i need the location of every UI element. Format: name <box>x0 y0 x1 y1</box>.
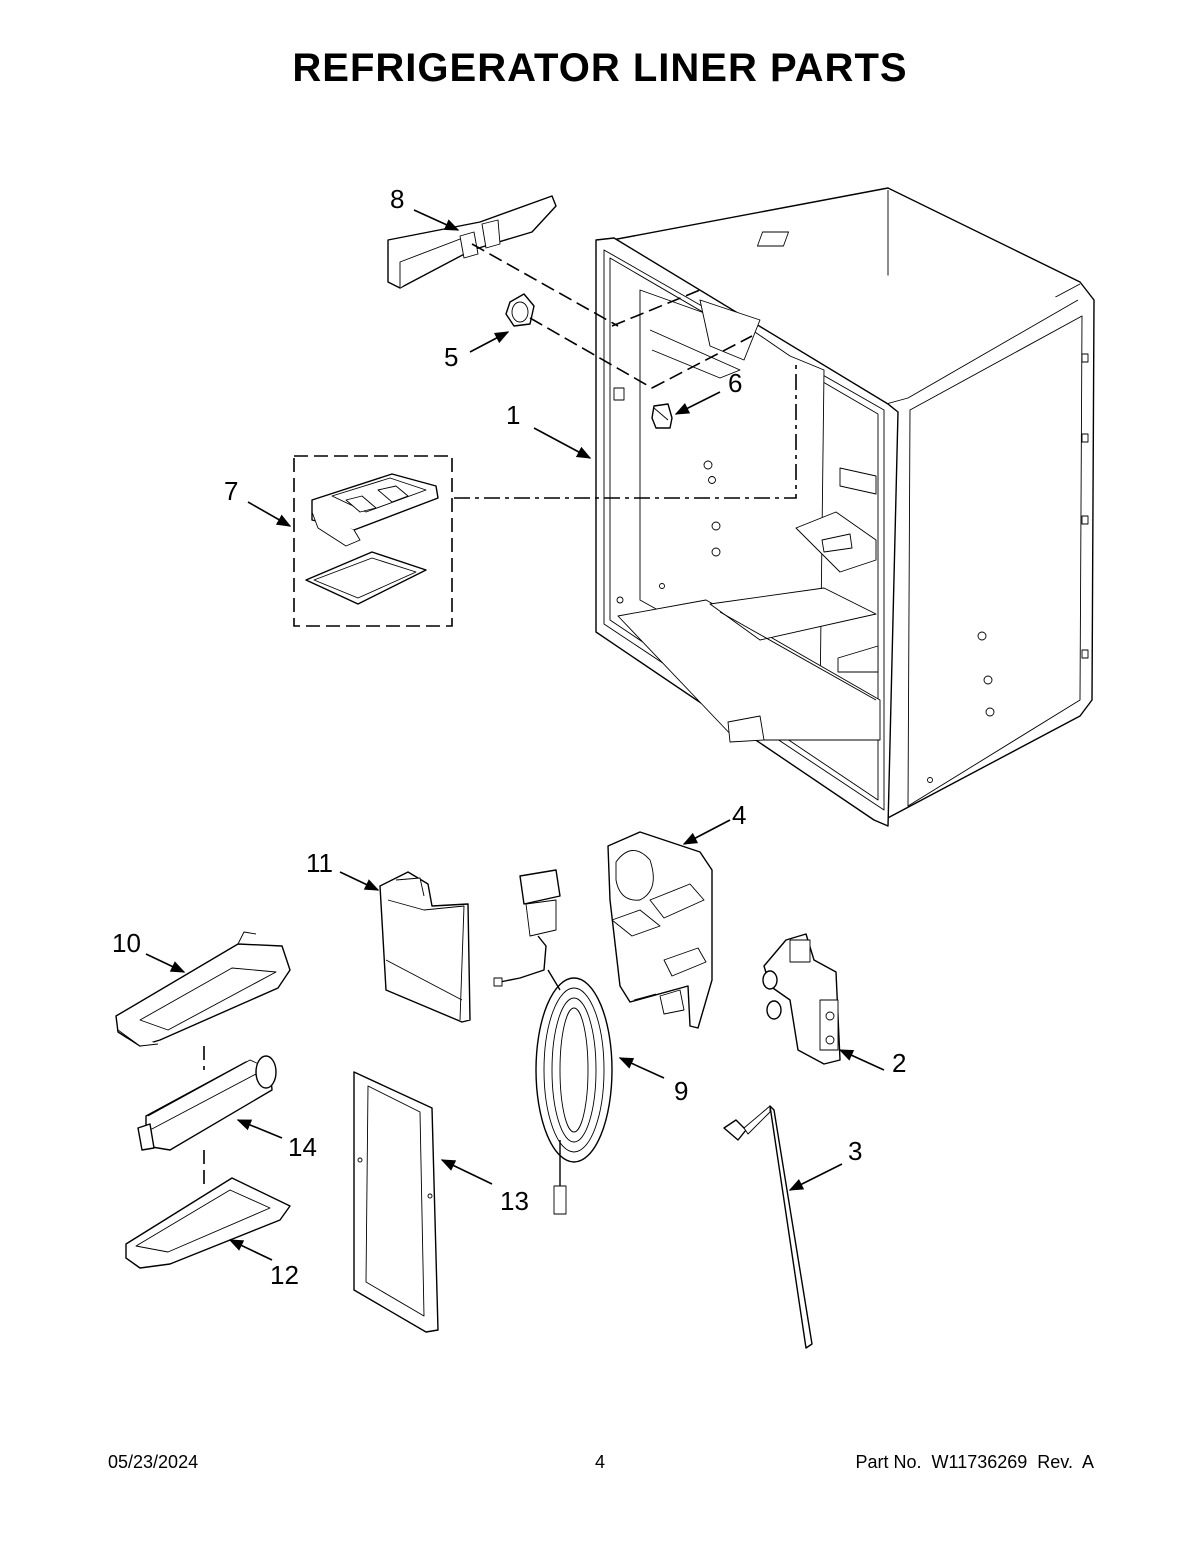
callout-11: 11 <box>306 848 333 878</box>
callout-1: 1 <box>506 400 520 430</box>
callout-12: 12 <box>270 1260 299 1290</box>
part-7-filter-assembly <box>293 455 453 627</box>
part-2-water-valve <box>762 933 841 1065</box>
callout-4: 4 <box>732 800 746 830</box>
callout-13: 13 <box>500 1186 529 1216</box>
part-9-wire-harness-coil <box>493 869 613 1215</box>
part-1-liner <box>595 187 1095 827</box>
part-4-ice-maker-bracket <box>607 831 713 1029</box>
callout-2: 2 <box>892 1048 906 1078</box>
part-8-air-diffuser <box>387 195 557 289</box>
leader-arrows <box>145 209 885 1261</box>
callout-9: 9 <box>674 1076 688 1106</box>
callout-3: 3 <box>848 1136 862 1166</box>
page-title: REFRIGERATOR LINER PARTS <box>292 46 908 90</box>
part-10-dispenser-housing <box>115 931 291 1047</box>
footer-part-number: Part No. W11736269 Rev. A <box>855 1452 1094 1472</box>
callout-14: 14 <box>288 1132 317 1162</box>
part-12-tray <box>125 1177 291 1269</box>
callout-7: 7 <box>224 476 238 506</box>
footer-date: 05/23/2024 <box>108 1452 199 1472</box>
callout-6: 6 <box>728 368 742 398</box>
part-14-filter-cartridge <box>137 1055 277 1151</box>
part-3-water-tube <box>723 1105 813 1349</box>
footer-page-number: 4 <box>594 1452 605 1472</box>
part-6-clip <box>651 403 673 429</box>
callout-8: 8 <box>390 184 404 214</box>
part-5-control-knob <box>505 293 535 327</box>
part-13-panel <box>353 1071 439 1333</box>
callout-10: 10 <box>112 928 141 958</box>
callout-5: 5 <box>444 342 458 372</box>
part-11-housing <box>379 871 471 1023</box>
